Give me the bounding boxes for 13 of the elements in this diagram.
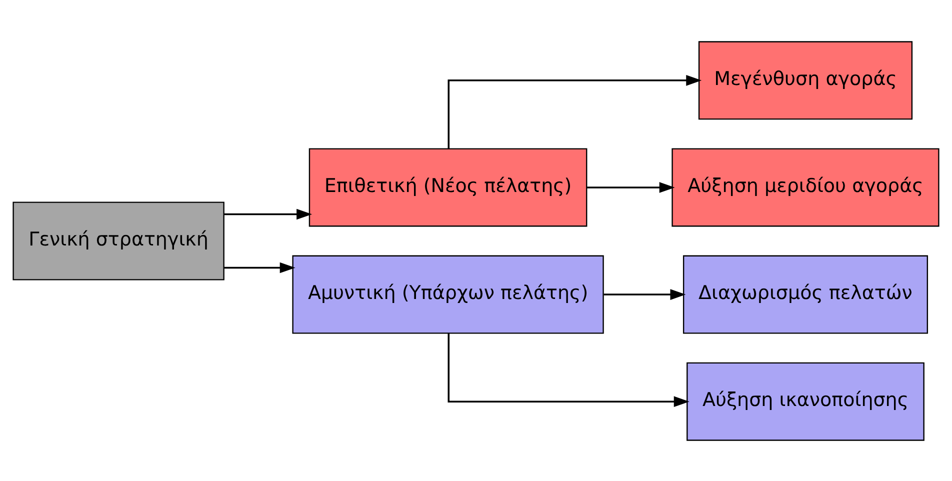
arrow xyxy=(224,208,312,220)
node-box: Επιθετική (Νέος πέλατης) xyxy=(308,148,588,226)
arrow xyxy=(586,182,675,192)
node-box: Αύξηση μεριδίου αγοράς xyxy=(672,148,940,226)
node-box: Αμυντική (Υπάρχων πελάτης) xyxy=(292,254,604,334)
arrow xyxy=(448,74,702,148)
arrow xyxy=(448,332,690,406)
arrow xyxy=(224,262,296,273)
node-box: Αύξηση ικανοποίησης xyxy=(686,362,924,440)
node-box: Γενική στρατηγική xyxy=(12,201,224,280)
node-box: Διαχωρισμός πελατών xyxy=(682,254,928,334)
node-box: Μεγένθυση αγοράς xyxy=(698,40,913,120)
arrow xyxy=(604,288,686,300)
